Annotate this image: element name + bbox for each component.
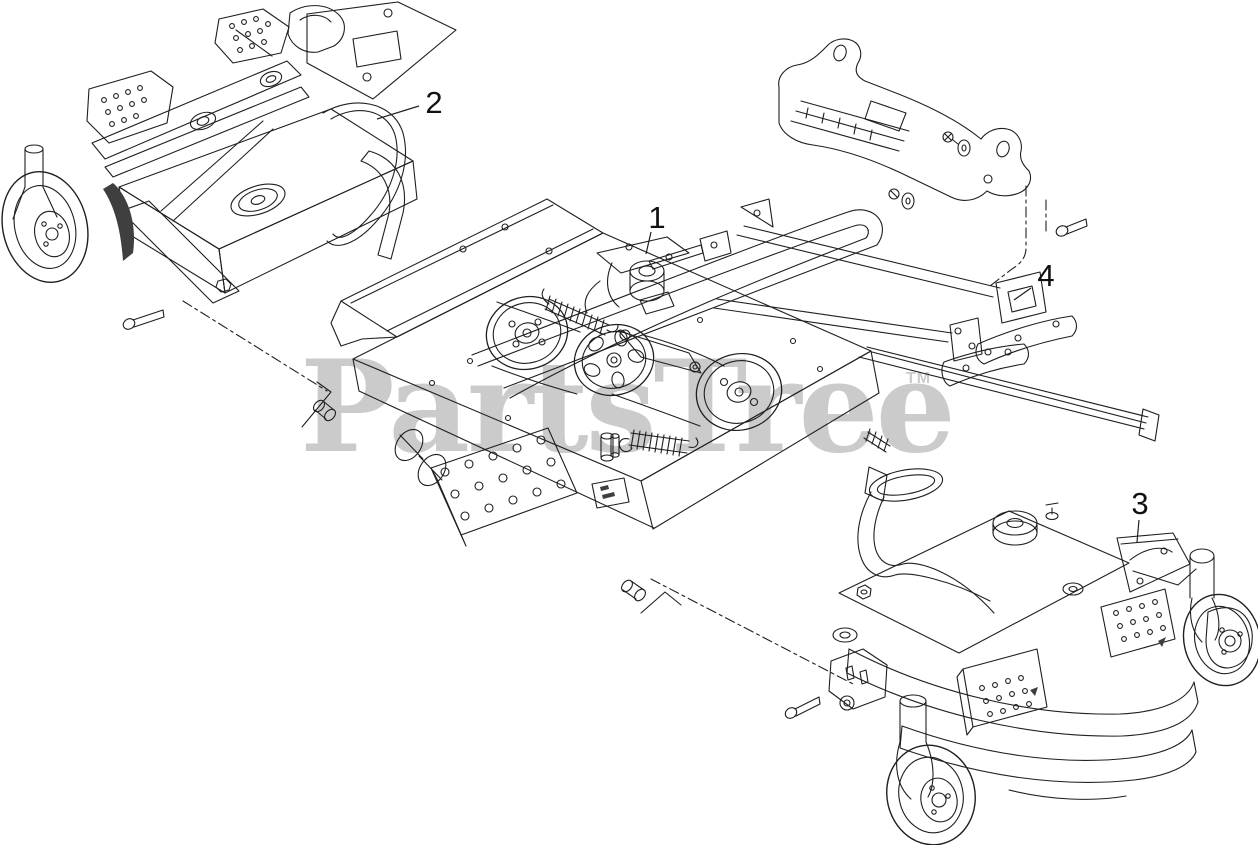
deck-lift-frame xyxy=(471,198,1078,399)
frame-support-casting xyxy=(778,38,1088,237)
watermark-trademark-icon: TM xyxy=(906,370,932,387)
rear-deck-lift-assembly xyxy=(1,1,457,422)
front-deck-assembly xyxy=(784,428,1258,845)
callout-4[interactable]: 4 xyxy=(1037,258,1054,293)
callout-2-leader xyxy=(376,105,420,120)
callouts: 1 2 3 4 xyxy=(376,85,1149,543)
callout-1[interactable]: 1 xyxy=(648,200,665,235)
callout-2[interactable]: 2 xyxy=(425,85,442,120)
callout-4-leader xyxy=(1013,287,1032,301)
callout-3-leader xyxy=(1136,519,1140,543)
main-deck-assembly xyxy=(330,198,1160,602)
callout-1-leader xyxy=(645,231,652,255)
alignment-witness-corners xyxy=(301,381,682,614)
assembly-alignment-lines xyxy=(182,185,1047,686)
callout-3[interactable]: 3 xyxy=(1131,486,1148,521)
